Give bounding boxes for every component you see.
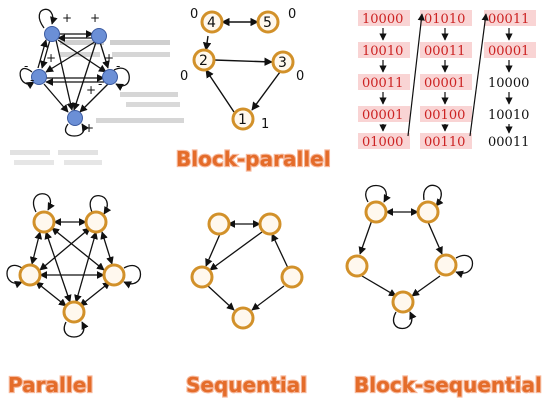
- block-sequential-nodes: [345, 200, 458, 314]
- state-cell: 01000: [362, 135, 403, 150]
- background-text: [10, 40, 184, 165]
- graph-node: [364, 200, 388, 224]
- graph-node: [190, 265, 214, 289]
- graph-node: [258, 212, 282, 236]
- graph-node: [280, 265, 304, 289]
- parallel-graph: Parallel: [6, 193, 142, 398]
- node-label: 2: [199, 53, 208, 69]
- state-cell: 00011: [424, 44, 465, 59]
- graph-node: [102, 69, 118, 85]
- sequential-nodes: [190, 212, 304, 330]
- state-cell: 00001: [362, 108, 403, 123]
- state-cell: 00001: [424, 76, 465, 91]
- edge-sign: -: [24, 59, 28, 73]
- edge-sign: +: [84, 121, 94, 135]
- state-column-3: 00011 00001 10000 10010 00011: [484, 10, 536, 150]
- block-sequential-graph: Block-sequential: [345, 184, 543, 398]
- parallel-nodes: [18, 210, 126, 324]
- graph-node: [91, 28, 107, 44]
- edge-sign: +: [62, 11, 72, 25]
- node-label: 3: [278, 55, 287, 71]
- graph-node: [31, 69, 47, 85]
- state-column-2: 01010 00011 00001 00100 00110: [420, 10, 472, 150]
- block-parallel-graph: 4 5 2 3 1 0 0 0 0 1 Block-parallel: [175, 7, 332, 172]
- state-transition-table: 10000 10010 00011 00001 01000 01010 0001…: [358, 10, 536, 150]
- graph-node: [84, 210, 108, 234]
- node-state: 0: [288, 7, 296, 22]
- graph-node: [192, 48, 216, 72]
- state-column-1: 10000 10010 00011 00001 01000: [358, 10, 410, 150]
- state-cell: 01010: [424, 12, 465, 27]
- node-state: 0: [180, 69, 188, 84]
- node-state: 1: [261, 117, 269, 132]
- edge-sign: -: [116, 59, 120, 73]
- state-cell: 00011: [488, 135, 529, 150]
- graph-node: [231, 306, 255, 330]
- edge-sign: +: [90, 11, 100, 25]
- block-parallel-title: Block-parallel: [176, 147, 331, 171]
- graph-node: [256, 10, 280, 34]
- state-cell: 10000: [362, 12, 403, 27]
- graph-node: [200, 10, 224, 34]
- node-label: 5: [263, 15, 272, 31]
- edge-sign: -: [62, 101, 66, 115]
- graph-node: [62, 300, 86, 324]
- state-cell: 10000: [488, 76, 529, 91]
- node-state: 0: [190, 7, 198, 22]
- node-label: 4: [207, 15, 216, 31]
- edge-sign: +: [46, 51, 56, 65]
- signed-interaction-graph: + + - - + + - + - - +: [10, 8, 184, 165]
- node-state: 0: [296, 69, 304, 84]
- transition-arrows: [379, 13, 513, 137]
- block-sequential-title: Block-sequential: [354, 373, 542, 397]
- parallel-title: Parallel: [8, 373, 93, 397]
- graph-node: [102, 263, 126, 287]
- state-cell: 00100: [424, 108, 465, 123]
- state-cell: 10010: [362, 44, 403, 59]
- sequential-title: Sequential: [186, 373, 307, 397]
- signed-graph-nodes: [31, 26, 118, 126]
- state-cell: 00011: [362, 76, 403, 91]
- graph-node: [67, 110, 83, 126]
- graph-node: [345, 254, 369, 278]
- state-cell: 10010: [488, 108, 529, 123]
- graph-node: [391, 290, 415, 314]
- node-label: 1: [238, 112, 247, 128]
- graph-node: [231, 107, 255, 131]
- graph-node: [32, 210, 56, 234]
- edge-sign: -: [98, 77, 102, 91]
- node-states: 0 0 0 0 1: [180, 7, 304, 132]
- state-cell: 00001: [488, 44, 529, 59]
- sequential-graph: Sequential: [185, 212, 308, 398]
- edge-sign: -: [30, 73, 34, 87]
- graph-node: [18, 263, 42, 287]
- edge-signs: + + - - + + - + - - +: [24, 11, 120, 135]
- edge-sign: +: [104, 51, 114, 65]
- state-cell: 00110: [424, 135, 465, 150]
- edge-sign: +: [86, 83, 96, 97]
- graph-node: [207, 212, 231, 236]
- graph-node: [434, 253, 458, 277]
- state-cell: 00011: [488, 12, 529, 27]
- graph-node: [271, 50, 295, 74]
- graph-node: [44, 26, 60, 42]
- block-parallel-nodes: 4 5 2 3 1: [192, 10, 295, 131]
- graph-node: [416, 200, 440, 224]
